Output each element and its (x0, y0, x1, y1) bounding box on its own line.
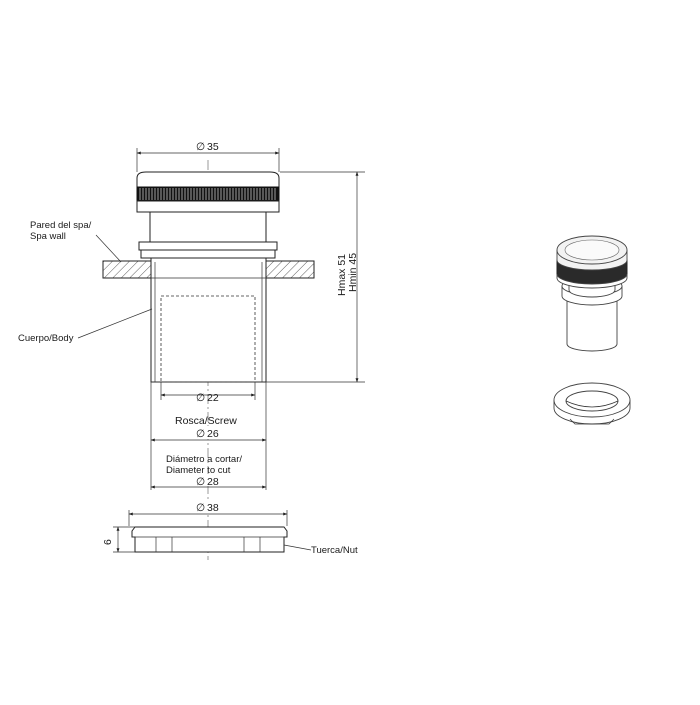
dimensions: ∅ 35 Hmax 51 Hmin 45 ∅ 22 Rosca/Screw ∅ … (136, 139, 365, 490)
dim-hmax: Hmax 51 (336, 254, 348, 296)
diameter-symbol: ∅ (196, 141, 205, 153)
dim-hmin: Hmin 45 (347, 253, 359, 292)
front-view (102, 160, 315, 560)
leaders: Pared del spa/ Spa wall Cuerpo/Body Tuer… (18, 220, 358, 556)
cut-diameter-label-en: Diameter to cut (166, 465, 231, 476)
dim-top-diameter: 35 (207, 141, 219, 153)
diameter-symbol: ∅ (196, 476, 205, 488)
screw-label: Rosca/Screw (175, 415, 237, 427)
spa-wall-label-en: Spa wall (30, 231, 66, 242)
dim-cut-diameter: 28 (207, 476, 219, 488)
dim-screw-diameter: 26 (207, 428, 219, 440)
spa-wall-right (265, 260, 315, 279)
flange-top (138, 241, 278, 251)
nut-view: ∅ 38 6 (102, 500, 288, 553)
knurl-lines (139, 188, 276, 200)
flange-bottom (140, 249, 276, 259)
dim-inner-diameter: 22 (207, 392, 219, 404)
diameter-symbol: ∅ (196, 502, 205, 514)
dim-nut-height: 6 (102, 539, 114, 545)
body-outline (150, 257, 267, 383)
dim-nut-diameter: 38 (207, 502, 219, 514)
nut-outline (131, 526, 288, 553)
isometric-view (553, 235, 631, 425)
cap-stem (149, 211, 267, 243)
spa-wall-label-es: Pared del spa/ (30, 220, 92, 231)
nut-label: Tuerca/Nut (311, 545, 358, 556)
body-label: Cuerpo/Body (18, 333, 74, 344)
cap-base (136, 200, 280, 213)
diameter-symbol: ∅ (196, 392, 205, 404)
spa-wall-left (102, 260, 152, 279)
cut-diameter-label-es: Diámetro a cortar/ (166, 454, 242, 465)
cap-top (136, 171, 280, 188)
iso-body (566, 298, 618, 352)
diameter-symbol: ∅ (196, 428, 205, 440)
